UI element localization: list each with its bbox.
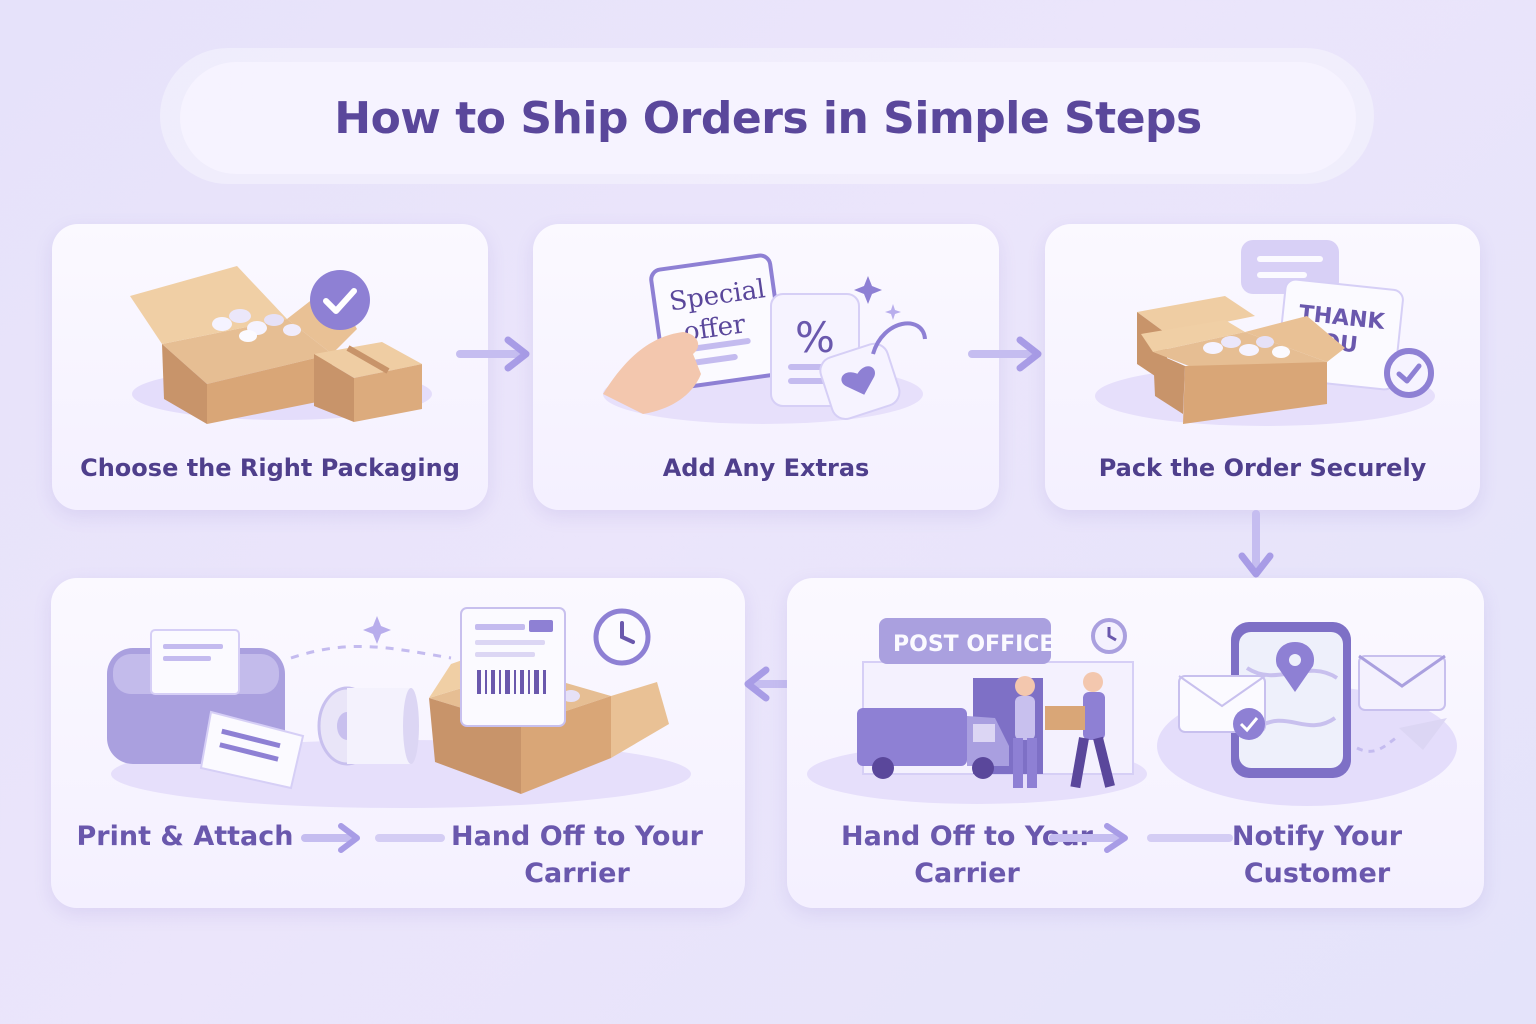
step-label-choose-packaging: Choose the Right Packaging bbox=[80, 454, 460, 482]
arrow-down-icon bbox=[1238, 510, 1274, 578]
printer-label-illustration bbox=[107, 607, 691, 808]
post-office-illustration: POST OFFICE bbox=[807, 618, 1457, 806]
step-label-add-extras: Add Any Extras bbox=[662, 454, 870, 482]
title-banner: How to Ship Orders in Simple Steps bbox=[180, 62, 1356, 174]
arrow-right-icon bbox=[1049, 823, 1233, 853]
discount-symbol: % bbox=[795, 313, 835, 362]
arrow-right-icon bbox=[456, 336, 530, 372]
checkmark-badge-icon bbox=[310, 270, 370, 330]
step-card-add-extras: Special offer % Add Any Extras bbox=[533, 224, 999, 510]
step-label-notify-customer: Notify Your Customer bbox=[1231, 821, 1403, 889]
page-title: How to Ship Orders in Simple Steps bbox=[334, 92, 1202, 144]
step-label-hand-off-carrier: Hand Off to Your Carrier bbox=[450, 821, 703, 889]
extras-illustration: Special offer % bbox=[603, 253, 927, 424]
packed-box-illustration: THANK YOU bbox=[1095, 240, 1435, 426]
step-card-choose-packaging: Choose the Right Packaging bbox=[52, 224, 488, 510]
tape-check-icon bbox=[1384, 348, 1434, 398]
step-card-notify-customer: POST OFFICE bbox=[787, 578, 1484, 908]
arrow-right-icon bbox=[301, 823, 445, 853]
clock-icon bbox=[593, 608, 651, 666]
open-box-illustration bbox=[130, 266, 432, 424]
post-office-sign-text: POST OFFICE bbox=[893, 632, 1054, 657]
arrow-right-icon bbox=[968, 336, 1042, 372]
step-card-print-attach: Print & Attach Hand Off to Your Carrier bbox=[51, 578, 745, 908]
step-label-pack-securely: Pack the Order Securely bbox=[1098, 454, 1427, 482]
step-label-print-attach: Print & Attach bbox=[76, 821, 294, 852]
